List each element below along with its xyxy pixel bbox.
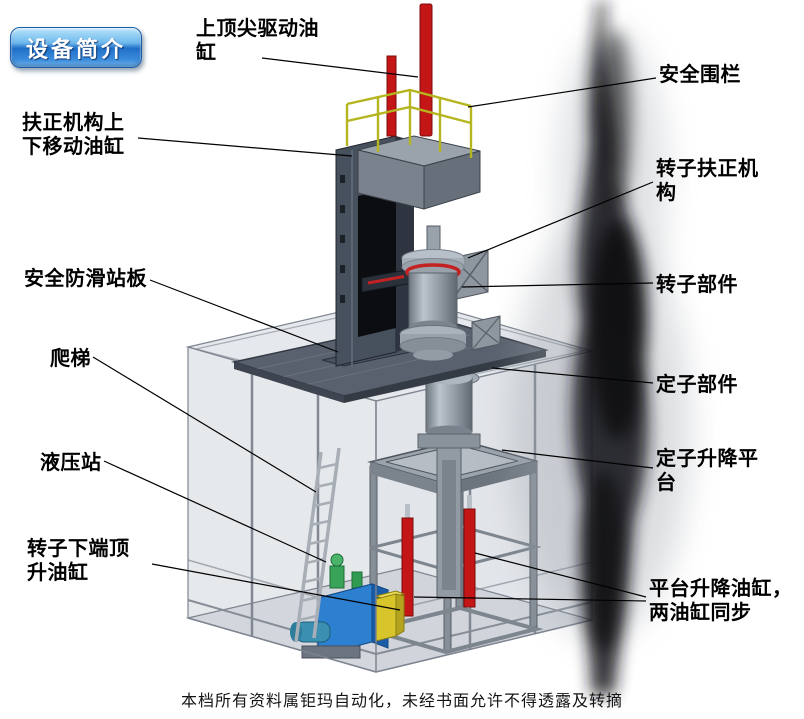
callout-rotor-part: 转子部件 — [656, 272, 738, 296]
title-badge-label: 设备简介 — [25, 37, 126, 63]
confidentiality-footer: 本档所有资料属钜玛自动化，未经书面允许不得透露及转摘 — [180, 691, 623, 710]
ink-smudge — [510, 0, 690, 695]
callout-top-drive-cylinder: 上顶尖驱动油缸 — [196, 16, 319, 64]
title-badge: 设备简介 — [10, 27, 142, 68]
leader-line — [501, 449, 654, 469]
rotor-bottom-jack-cylinder — [436, 447, 462, 599]
callout-platform-lift-cylinders: 平台升降油缸，两油缸同步 — [649, 576, 793, 624]
leader-line — [149, 279, 339, 353]
rotor-assembly — [361, 225, 489, 361]
safety-fence-railing — [345, 88, 473, 158]
callout-centering-lift-cylinder: 扶正机构上下移动油缸 — [22, 110, 125, 158]
leader-line — [467, 181, 654, 259]
callout-rotor-bottom-jack: 转子下端顶升油缸 — [27, 536, 130, 584]
platform-lift-cylinders — [401, 495, 476, 617]
leader-line — [474, 552, 647, 598]
callout-rotor-centering: 转子扶正机构 — [656, 156, 759, 204]
callout-hydraulic-station: 液压站 — [40, 450, 102, 474]
callout-stator-lift-platform: 定子升降平台 — [656, 446, 759, 494]
top-drive-cylinder-rods — [386, 3, 433, 137]
leader-line — [467, 77, 657, 108]
enclosure-front-edges — [187, 401, 593, 673]
leader-line — [137, 137, 353, 157]
callout-safety-fence: 安全围栏 — [659, 62, 741, 86]
access-ladder — [294, 447, 341, 643]
callout-stator-part: 定子部件 — [656, 372, 738, 396]
callout-ladder: 爬梯 — [50, 346, 91, 370]
leader-line — [151, 563, 401, 611]
leader-lines — [92, 57, 657, 611]
leader-line — [103, 460, 327, 563]
leader-line — [461, 282, 654, 288]
leader-line — [491, 367, 654, 384]
callout-antislip-board: 安全防滑站板 — [24, 266, 147, 290]
leader-line — [261, 57, 419, 78]
leader-line — [413, 596, 647, 602]
leader-line — [92, 356, 317, 493]
head-box — [357, 135, 481, 210]
antislip-deck-plate — [231, 315, 549, 403]
